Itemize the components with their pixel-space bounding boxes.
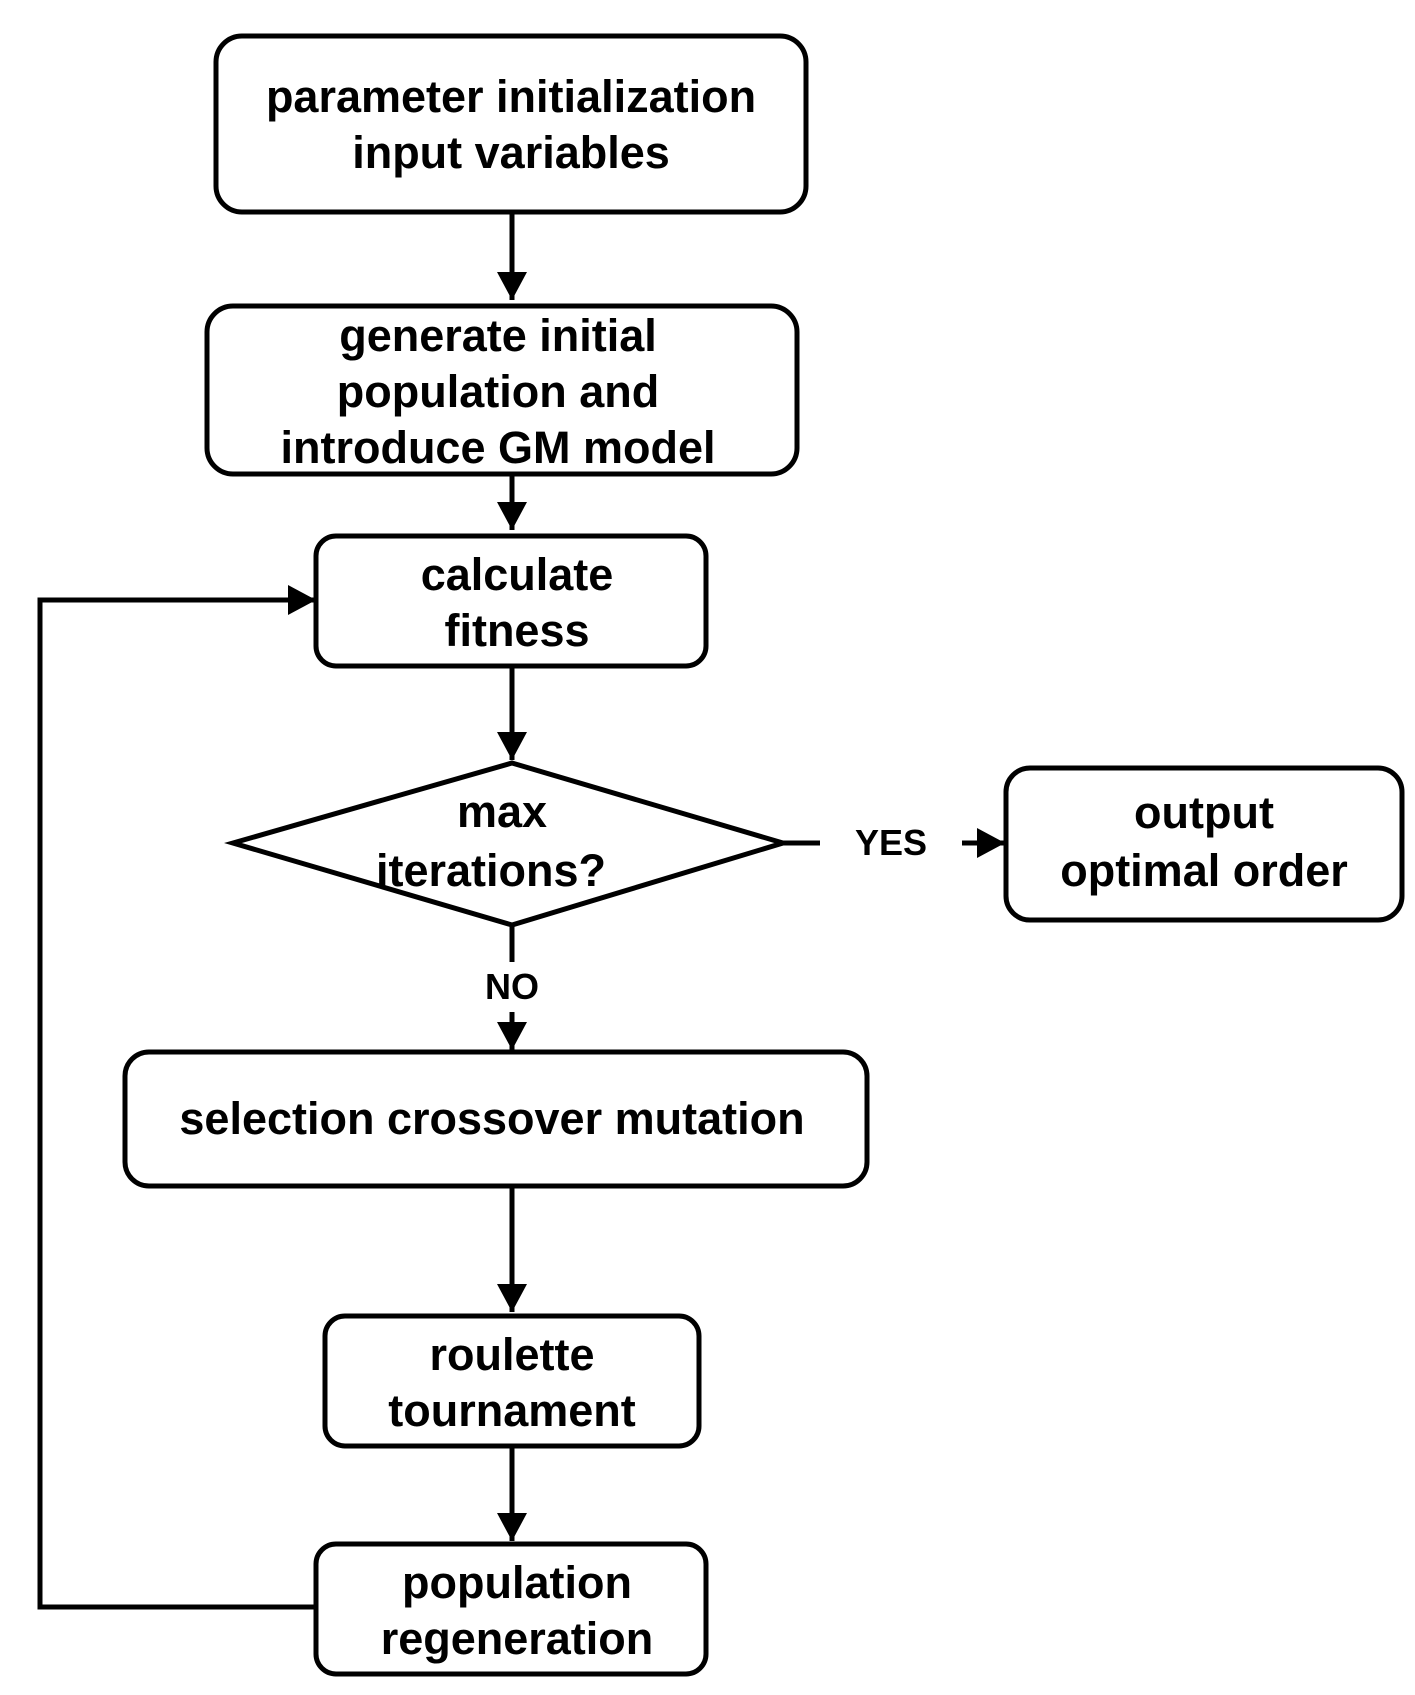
node-regeneration-line-2: regeneration [381,1613,654,1664]
node-init-line-1: parameter initialization [266,71,756,122]
node-population-regeneration: population regeneration [313,1541,709,1677]
arrowhead-to-regeneration [497,1513,527,1541]
node-output-line-2: optimal order [1060,845,1348,896]
arrowhead-init-to-generate [497,272,527,300]
edge-label-no: NO [485,966,539,1007]
node-output-line-1: output [1134,787,1274,838]
node-roulette-tournament: roulette tournament [322,1313,702,1449]
node-methods-line-2: tournament [388,1385,636,1436]
arrowhead-generate-to-fitness [497,502,527,530]
edge-label-yes: YES [855,822,927,863]
node-methods-line-1: roulette [429,1329,594,1380]
node-selection-crossover-mutation: selection crossover mutation [122,1049,870,1189]
node-output-optimal-order: output optimal order [1003,765,1405,923]
node-fitness-line-2: fitness [444,605,589,656]
arrowhead-to-methods [497,1284,527,1312]
arrowhead-to-output [977,828,1005,858]
node-fitness-line-1: calculate [421,549,614,600]
node-regeneration-line-1: population [402,1557,632,1608]
node-max-iterations-decision: max iterations? [224,760,792,928]
node-operators-line-1: selection crossover mutation [179,1093,804,1144]
node-decision-line-1: max [457,786,547,837]
arrowhead-to-operators [497,1022,527,1050]
node-init-line-2: input variables [352,127,670,178]
node-generate-line-3: introduce GM model [280,422,715,473]
node-generate-line-1: generate initial [339,310,657,361]
node-decision-line-2: iterations? [376,845,606,896]
node-generate-line-2: population and [337,366,659,417]
node-calculate-fitness: calculate fitness [313,533,709,669]
node-generate-initial-population: generate initial population and introduc… [204,303,800,477]
arrowhead-loop-to-fitness [288,585,316,615]
arrowhead-fitness-to-decision [497,732,527,760]
edge-loop-back-to-fitness [37,597,316,1610]
node-parameter-initialization: parameter initialization input variables [213,33,809,215]
